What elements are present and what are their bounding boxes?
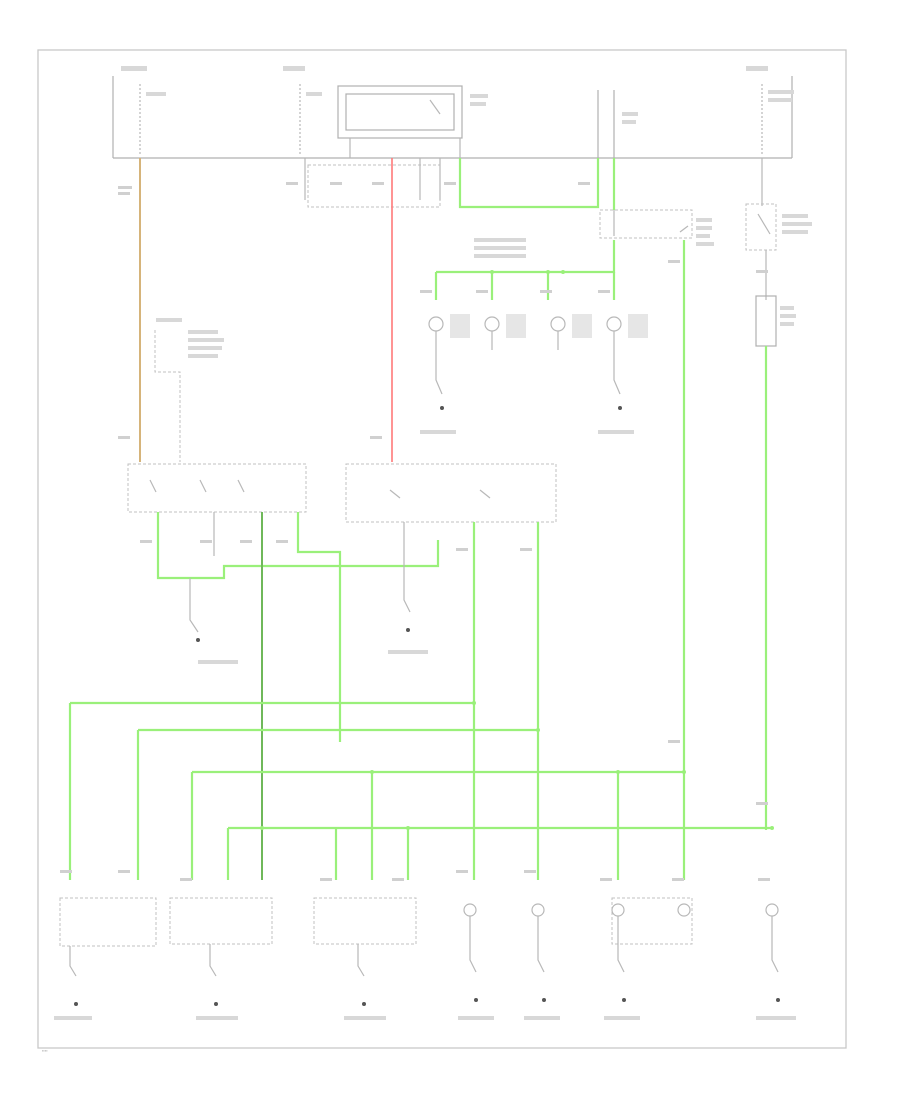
wire-green-mid	[156, 512, 440, 580]
relay-right	[599, 209, 714, 246]
wire-labels	[60, 182, 770, 881]
footer-mark: ▪▪▪▪	[42, 1048, 48, 1053]
switch-left-upper	[154, 318, 224, 462]
fuse-box-top	[112, 66, 794, 159]
switch-far-right	[745, 158, 812, 347]
bottom-components	[54, 897, 796, 1020]
diagram-border	[37, 49, 847, 1049]
lamp-cluster-upper	[420, 238, 648, 434]
wire-green-feed	[458, 158, 600, 209]
switch-assembly-center	[345, 463, 557, 523]
switch-assembly-left	[127, 463, 307, 513]
